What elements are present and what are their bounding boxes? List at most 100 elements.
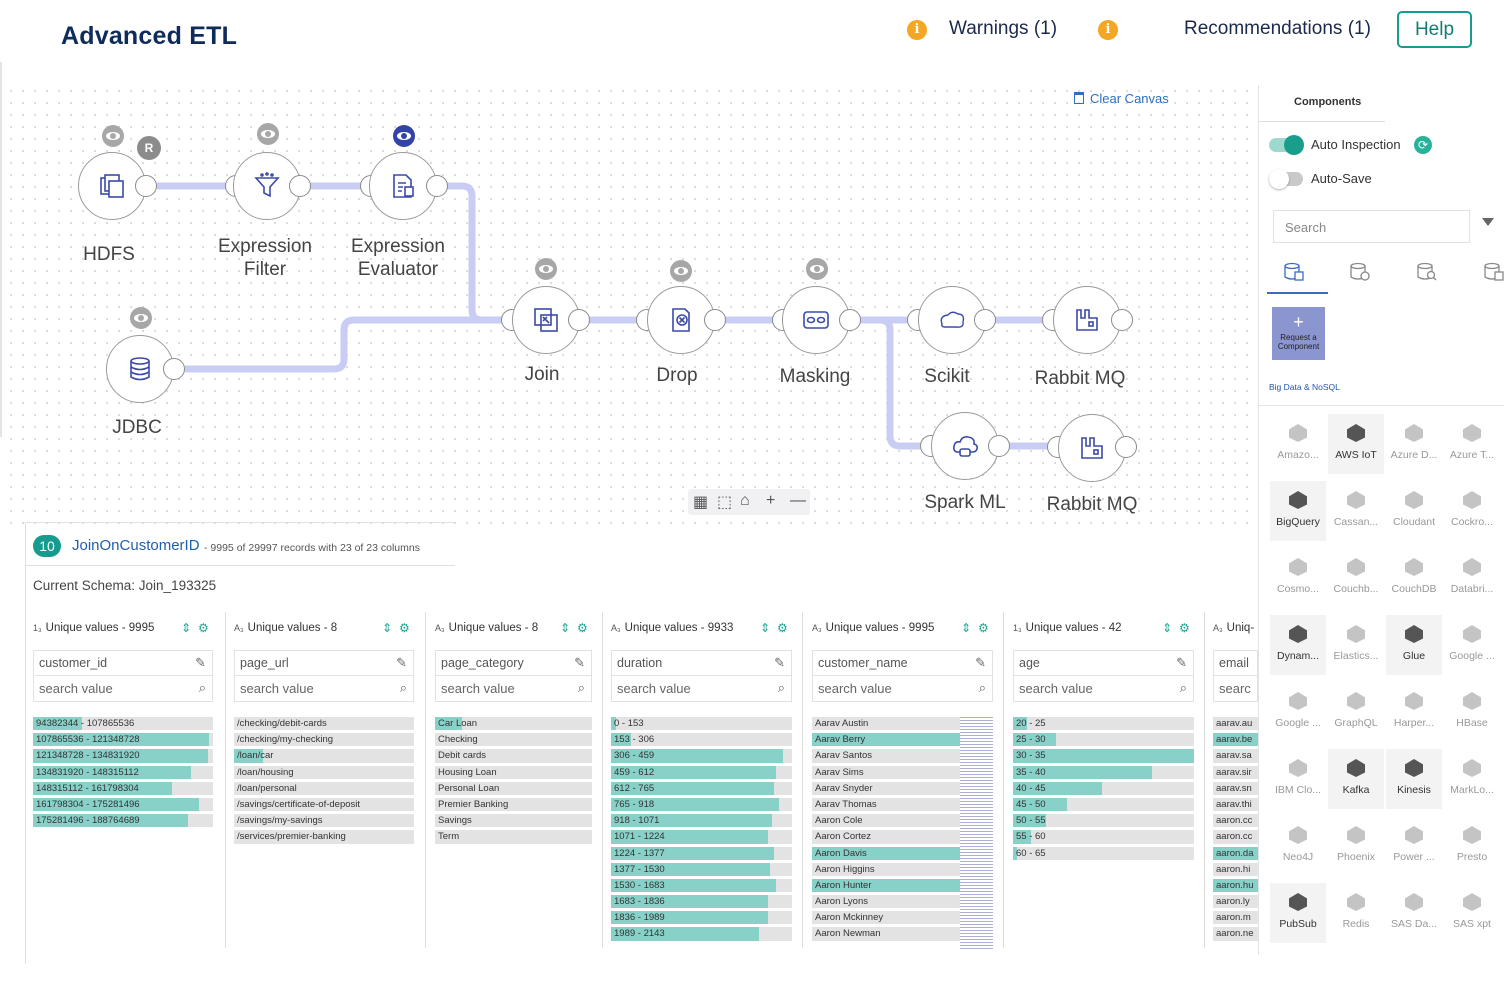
sink-db-icon[interactable]: [1483, 262, 1504, 282]
column-search-input[interactable]: search value⌕: [435, 676, 592, 702]
histogram-bar[interactable]: /checking/my-checking: [234, 733, 414, 747]
column-name-field[interactable]: age✎: [1013, 650, 1194, 676]
histogram-bar[interactable]: Checking: [435, 733, 592, 747]
component-search-input[interactable]: Search: [1273, 210, 1470, 243]
histogram-bar[interactable]: /loan/car: [234, 749, 414, 763]
eye-icon[interactable]: [102, 125, 124, 147]
histogram-bar[interactable]: 161798304 - 175281496: [33, 797, 213, 812]
histogram-bar[interactable]: Aarav Snyder: [812, 781, 993, 795]
edit-pencil-icon[interactable]: ✎: [1176, 655, 1187, 670]
edit-pencil-icon[interactable]: ✎: [774, 655, 785, 670]
component-tile[interactable]: CouchDB: [1386, 548, 1442, 608]
column-settings-icon[interactable]: ⚙: [198, 621, 209, 635]
column-search-input[interactable]: search value⌕: [234, 676, 414, 702]
histogram-bar[interactable]: aaron.da: [1213, 846, 1258, 860]
help-button[interactable]: Help: [1397, 11, 1472, 48]
component-tile[interactable]: Amazo...: [1270, 414, 1326, 474]
histogram-bar[interactable]: /loan/housing: [234, 765, 414, 779]
histogram-bar[interactable]: Term: [435, 830, 592, 844]
component-tile[interactable]: Phoenix: [1328, 816, 1384, 876]
component-tile[interactable]: Dynam...: [1270, 615, 1326, 675]
histogram-bar[interactable]: aaron.m: [1213, 911, 1258, 925]
histogram-bar[interactable]: 1071 - 1224: [611, 830, 792, 844]
histogram-bar[interactable]: 0 - 153: [611, 717, 792, 731]
histogram-bar[interactable]: Aarav Austin: [812, 717, 993, 731]
refresh-icon[interactable]: ⟳: [1414, 136, 1432, 154]
histogram-bar[interactable]: Housing Loan: [435, 765, 592, 779]
histogram-bar[interactable]: 918 - 1071: [611, 814, 792, 828]
component-tile[interactable]: Databri...: [1444, 548, 1500, 608]
component-tile[interactable]: Presto: [1444, 816, 1500, 876]
output-port[interactable]: [974, 309, 996, 331]
edit-pencil-icon[interactable]: ✎: [195, 655, 206, 670]
component-tile[interactable]: Cosmo...: [1270, 548, 1326, 608]
component-tile[interactable]: Elastics...: [1328, 615, 1384, 675]
histogram-bar[interactable]: Aaron Mckinney: [812, 911, 993, 925]
histogram-bar[interactable]: /savings/certificate-of-deposit: [234, 797, 414, 812]
auto-save-toggle[interactable]: [1269, 169, 1303, 189]
node-expression-evaluator[interactable]: [369, 152, 437, 220]
sort-icon[interactable]: ⇕: [382, 621, 393, 635]
node-spark-ml[interactable]: [931, 412, 999, 480]
output-port[interactable]: [135, 175, 157, 197]
histogram-bar[interactable]: /loan/personal: [234, 781, 414, 795]
edit-pencil-icon[interactable]: ✎: [975, 655, 986, 670]
component-tile[interactable]: GraphQL: [1328, 682, 1384, 742]
output-port[interactable]: [1111, 309, 1133, 331]
column-settings-icon[interactable]: ⚙: [399, 621, 410, 635]
histogram-bar[interactable]: aarav.thi: [1213, 797, 1258, 812]
column-search-input[interactable]: search value⌕: [33, 676, 213, 702]
histogram-bar[interactable]: 55 - 60: [1013, 830, 1194, 844]
histogram-bar[interactable]: 20 - 25: [1013, 717, 1194, 731]
histogram-bar[interactable]: 50 - 55: [1013, 814, 1194, 828]
recommendations-link[interactable]: Recommendations (1): [1184, 18, 1371, 39]
histogram-bar[interactable]: Debit cards: [435, 749, 592, 763]
column-name-field[interactable]: customer_name✎: [812, 650, 993, 676]
histogram-bar[interactable]: Aaron Davis: [812, 846, 993, 860]
eye-icon[interactable]: [130, 307, 152, 329]
eye-icon[interactable]: [257, 123, 279, 145]
home-icon[interactable]: ⌂: [740, 492, 750, 509]
filter-icon[interactable]: [1482, 218, 1494, 230]
histogram-bar[interactable]: /checking/debit-cards: [234, 717, 414, 731]
inspect-db-icon[interactable]: [1416, 262, 1438, 282]
histogram-bar[interactable]: 612 - 765: [611, 781, 792, 795]
component-tile[interactable]: PubSub: [1270, 883, 1326, 943]
fit-screen-icon[interactable]: ⬚: [717, 494, 733, 511]
component-tile[interactable]: Couchb...: [1328, 548, 1384, 608]
histogram-bar[interactable]: 1224 - 1377: [611, 846, 792, 860]
component-tile[interactable]: Cassan...: [1328, 481, 1384, 541]
component-tile[interactable]: Harper...: [1386, 682, 1442, 742]
eye-icon[interactable]: [806, 258, 828, 280]
histogram-bar[interactable]: aaron.hi: [1213, 862, 1258, 876]
edit-pencil-icon[interactable]: ✎: [396, 655, 407, 670]
component-tile[interactable]: Azure T...: [1444, 414, 1500, 474]
node-masking[interactable]: [782, 286, 850, 354]
histogram-bar[interactable]: 148315112 - 161798304: [33, 781, 213, 795]
histogram-bar[interactable]: Aarav Thomas: [812, 797, 993, 812]
histogram-bar[interactable]: 35 - 40: [1013, 765, 1194, 779]
component-tile[interactable]: SAS Da...: [1386, 883, 1442, 943]
histogram-bar[interactable]: aaron.hu: [1213, 878, 1258, 893]
column-search-input[interactable]: search value⌕: [611, 676, 792, 702]
histogram-bar[interactable]: Aaron Lyons: [812, 895, 993, 909]
histogram-bar[interactable]: Aarav Sims: [812, 765, 993, 779]
request-component-button[interactable]: + Request a Component: [1272, 307, 1325, 360]
component-tile[interactable]: Azure D...: [1386, 414, 1442, 474]
histogram-bar[interactable]: Aaron Cortez: [812, 830, 993, 844]
histogram-bar[interactable]: 1683 - 1836: [611, 895, 792, 909]
histogram-bar[interactable]: aaron.cc: [1213, 814, 1258, 828]
component-tile[interactable]: Kinesis: [1386, 749, 1442, 809]
histogram-bar[interactable]: 30 - 35: [1013, 749, 1194, 763]
histogram-bar[interactable]: Savings: [435, 814, 592, 828]
zoom-out-icon[interactable]: —: [790, 492, 806, 509]
histogram-bar[interactable]: Aaron Higgins: [812, 862, 993, 876]
column-name-field[interactable]: page_url✎: [234, 650, 414, 676]
output-port[interactable]: [704, 309, 726, 331]
histogram-bar[interactable]: aarav.sn: [1213, 781, 1258, 795]
column-name-field[interactable]: page_category✎: [435, 650, 592, 676]
clear-canvas-button[interactable]: Clear Canvas: [1074, 91, 1169, 106]
warnings-link[interactable]: Warnings (1): [949, 18, 1058, 39]
histogram-bar[interactable]: 94382344 - 107865536: [33, 717, 213, 731]
edit-pencil-icon[interactable]: ✎: [574, 655, 585, 670]
